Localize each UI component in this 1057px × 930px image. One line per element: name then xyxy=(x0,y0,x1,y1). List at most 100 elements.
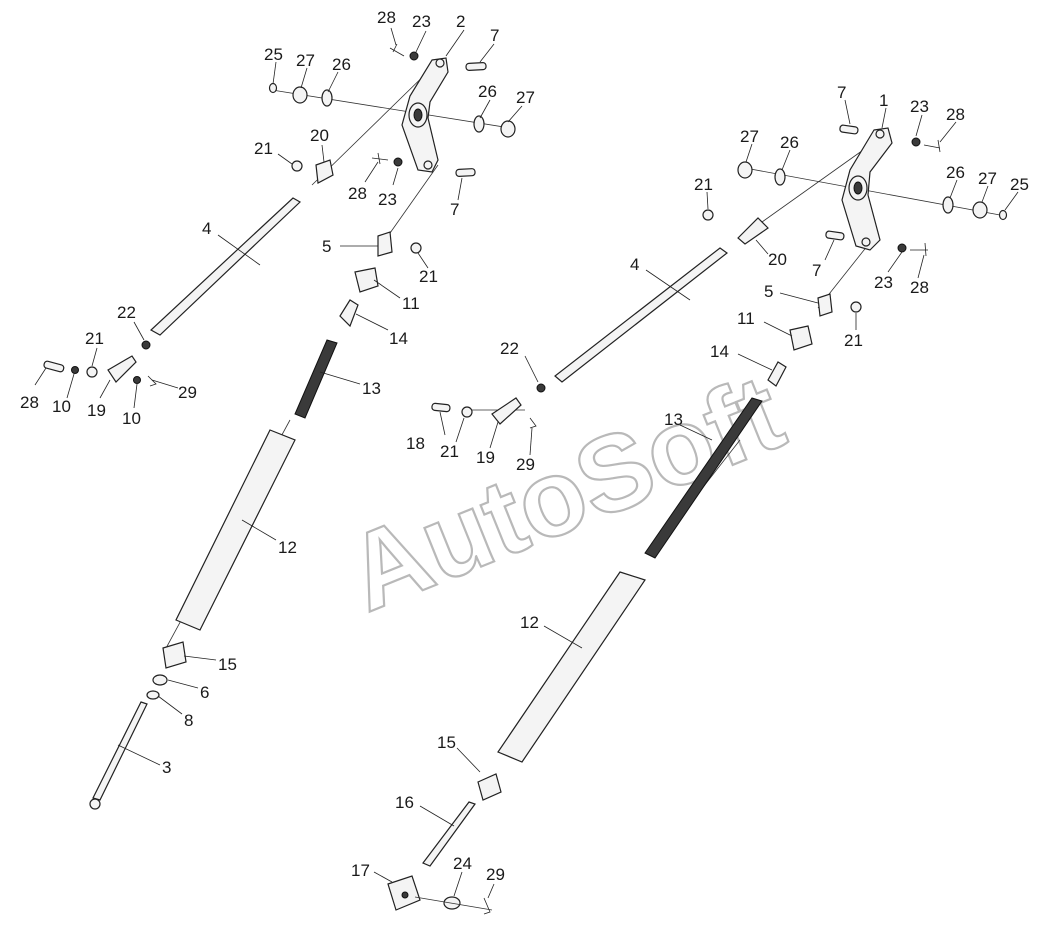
right-bearing-27a xyxy=(737,161,753,179)
callout-4: 4 xyxy=(202,219,211,238)
right-threaded-rod-13 xyxy=(644,397,763,559)
left-ring-26b xyxy=(473,115,485,133)
callout-2: 2 xyxy=(456,12,465,31)
right-assembly xyxy=(387,124,1008,915)
left-ring-26a xyxy=(321,89,333,107)
right-nut-15 xyxy=(477,773,502,801)
right-cap-21b xyxy=(850,301,862,313)
right-bolt-16 xyxy=(422,801,476,867)
callout-21: 21 xyxy=(844,331,863,350)
callout-5: 5 xyxy=(322,237,331,256)
left-nut-10b xyxy=(133,376,141,384)
callout-22: 22 xyxy=(117,303,136,322)
callout-12: 12 xyxy=(520,613,539,632)
left-rod-4 xyxy=(149,197,301,336)
right-cap-21c xyxy=(461,406,473,418)
callout-17: 17 xyxy=(351,861,370,880)
left-bearing-27a xyxy=(292,86,308,104)
left-washer-6 xyxy=(152,674,168,686)
callout-6: 6 xyxy=(200,683,209,702)
callout-26: 26 xyxy=(780,133,799,152)
callout-4: 4 xyxy=(630,255,639,274)
left-nut-11 xyxy=(354,267,379,293)
callout-7: 7 xyxy=(837,83,846,102)
callout-labels-right: 7 1 23 28 27 26 21 26 27 25 20 7 23 28 4… xyxy=(351,83,1029,884)
callout-28: 28 xyxy=(946,105,965,124)
left-pin-7b xyxy=(455,168,476,177)
callout-25: 25 xyxy=(264,45,283,64)
callout-8: 8 xyxy=(184,711,193,730)
callout-labels-left: 28 23 2 7 25 27 26 26 27 21 20 28 23 7 4… xyxy=(20,8,535,777)
right-rod-4 xyxy=(554,247,729,383)
callout-21: 21 xyxy=(254,139,273,158)
right-nut-22 xyxy=(536,383,546,393)
callout-7: 7 xyxy=(490,26,499,45)
callout-28: 28 xyxy=(910,278,929,297)
callout-23: 23 xyxy=(910,97,929,116)
callout-28: 28 xyxy=(377,8,396,27)
callout-21: 21 xyxy=(85,329,104,348)
callout-27: 27 xyxy=(978,169,997,188)
left-spring-12 xyxy=(175,429,296,631)
callout-20: 20 xyxy=(768,250,787,269)
left-nut-15 xyxy=(162,641,187,669)
callout-1: 1 xyxy=(879,91,888,110)
callout-10: 10 xyxy=(52,397,71,416)
right-bearing-27b xyxy=(972,201,988,219)
callout-19: 19 xyxy=(87,401,106,420)
right-bellcrank-part xyxy=(841,127,893,251)
left-nut-23a xyxy=(409,51,419,61)
left-bearing-27b xyxy=(500,120,516,138)
callout-11: 11 xyxy=(737,309,755,328)
right-ring-25 xyxy=(998,209,1008,221)
callout-7: 7 xyxy=(812,261,821,280)
left-cap-21b xyxy=(410,242,422,254)
right-pin-18 xyxy=(431,402,451,413)
callout-15: 15 xyxy=(218,655,237,674)
right-stud-14 xyxy=(767,361,787,387)
callout-29: 29 xyxy=(486,865,505,884)
right-spring-12 xyxy=(497,571,646,763)
callout-10: 10 xyxy=(122,409,141,428)
callout-15: 15 xyxy=(437,733,456,752)
right-ring-26a xyxy=(774,168,786,186)
right-nut-23a xyxy=(911,137,921,147)
left-cap-21c xyxy=(86,366,98,378)
left-clevis-19 xyxy=(107,355,137,383)
callout-3: 3 xyxy=(162,758,171,777)
callout-21: 21 xyxy=(440,442,459,461)
callout-20: 20 xyxy=(310,126,329,145)
left-nut-10a xyxy=(71,366,79,374)
left-rod-end-20 xyxy=(315,159,334,184)
leader-lines xyxy=(34,27,1019,899)
callout-14: 14 xyxy=(710,342,729,361)
callout-14: 14 xyxy=(389,329,408,348)
right-pin-7b xyxy=(825,230,845,241)
callout-27: 27 xyxy=(740,127,759,146)
callout-11: 11 xyxy=(402,294,420,313)
callout-18: 18 xyxy=(406,434,425,453)
callout-27: 27 xyxy=(296,51,315,70)
left-nut-22 xyxy=(141,340,151,350)
right-pin-7a xyxy=(839,124,859,135)
right-cap-21a xyxy=(702,209,714,221)
left-spring-axis xyxy=(382,164,439,244)
callout-23: 23 xyxy=(412,12,431,31)
callout-26: 26 xyxy=(946,163,965,182)
left-pin-28c xyxy=(43,360,65,373)
right-clevis-19 xyxy=(491,397,522,425)
callout-13: 13 xyxy=(362,379,381,398)
callout-21: 21 xyxy=(419,267,438,286)
left-stud-14 xyxy=(339,299,359,328)
callout-12: 12 xyxy=(278,538,297,557)
watermark-text: AutoSoft xyxy=(331,351,799,634)
callout-29: 29 xyxy=(516,455,535,474)
callout-5: 5 xyxy=(764,282,773,301)
callout-23: 23 xyxy=(874,273,893,292)
right-rod-end-20 xyxy=(737,217,769,245)
callout-21: 21 xyxy=(694,175,713,194)
right-cotter-29a xyxy=(529,417,537,429)
callout-26: 26 xyxy=(332,55,351,74)
